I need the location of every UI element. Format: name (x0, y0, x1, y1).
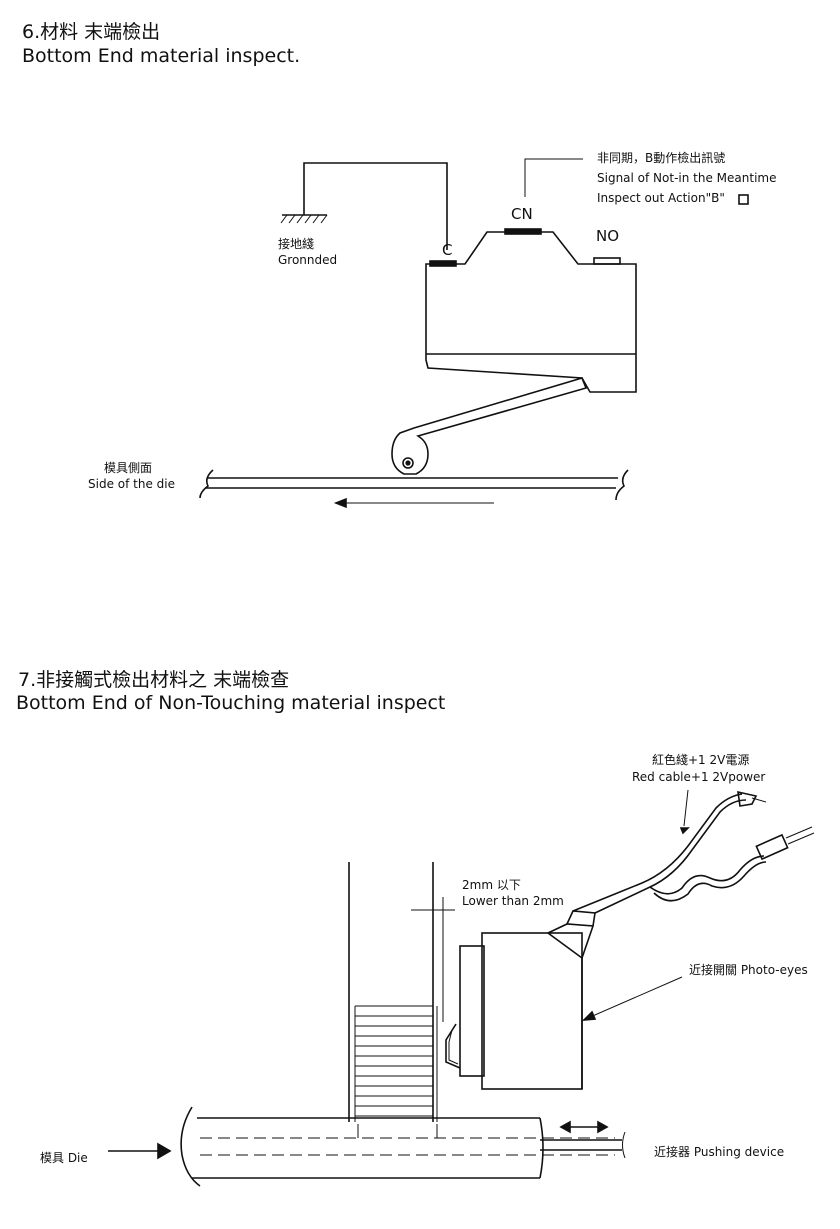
signal-leader (524, 158, 583, 197)
die-direction-arrow (333, 497, 494, 509)
signal-label-en-line1: Signal of Not-in the Meantime (597, 171, 777, 185)
section6-title-zh: 6.材料 末端檢出 (22, 21, 161, 43)
pushing-device-label: 近接器 Pushing device (654, 1145, 785, 1159)
terminal-no-label: NO (596, 227, 620, 245)
signal-label-zh: 非同期，B動作檢出訊號 (597, 151, 726, 165)
terminal-cn-label: CN (511, 205, 533, 223)
red-cable-pointer (679, 789, 690, 835)
terminal-c-contact (429, 260, 457, 267)
roller-wheel (402, 457, 414, 469)
photo-eyes-label: 近接開關 Photo-eyes (689, 963, 808, 977)
pushing-direction-arrow (559, 1120, 609, 1134)
terminal-c-label: C (442, 241, 453, 259)
action-b-box (738, 194, 749, 205)
roller-lever (391, 377, 588, 475)
section6-title-en: Bottom End material inspect. (22, 45, 301, 67)
die-side-label-zh: 模具側面 (104, 461, 153, 475)
die-side-surface (199, 469, 629, 501)
limit-switch-body (425, 228, 637, 393)
gap-label-en: Lower than 2mm (462, 894, 564, 908)
red-cable-label-en: Red cable+1 2Vpower (632, 770, 766, 784)
red-cable-label-zh: 紅色綫+1 2V電源 (652, 753, 750, 767)
photo-eye-pointer (581, 976, 683, 1021)
ground-label-zh: 接地綫 (278, 237, 315, 251)
die-feed-arrow (108, 1142, 172, 1160)
red-cable (572, 790, 767, 914)
section7-title-zh: 7.非接觸式檢出材料之 末端檢查 (18, 669, 290, 691)
tube-walls (348, 862, 438, 1122)
die-base (180, 1106, 615, 1187)
second-cable (649, 826, 815, 902)
die-label: 模具 Die (40, 1151, 88, 1165)
gap-label-zh: 2mm 以下 (462, 878, 521, 892)
terminal-no-contact (593, 257, 621, 265)
pushing-device-rod (540, 1131, 626, 1159)
material-stack (355, 1005, 433, 1117)
signal-label-en-line2: Inspect out Action"B" (597, 191, 725, 205)
section7-title-en: Bottom End of Non-Touching material insp… (16, 692, 446, 714)
die-side-label-en: Side of the die (88, 477, 175, 491)
ground-label-en: Gronnded (278, 253, 338, 267)
gap-dimension-lines (411, 897, 455, 1022)
ground-symbol (280, 162, 448, 250)
terminal-cn-contact (504, 228, 542, 235)
photo-eye-sensor (445, 910, 596, 1090)
